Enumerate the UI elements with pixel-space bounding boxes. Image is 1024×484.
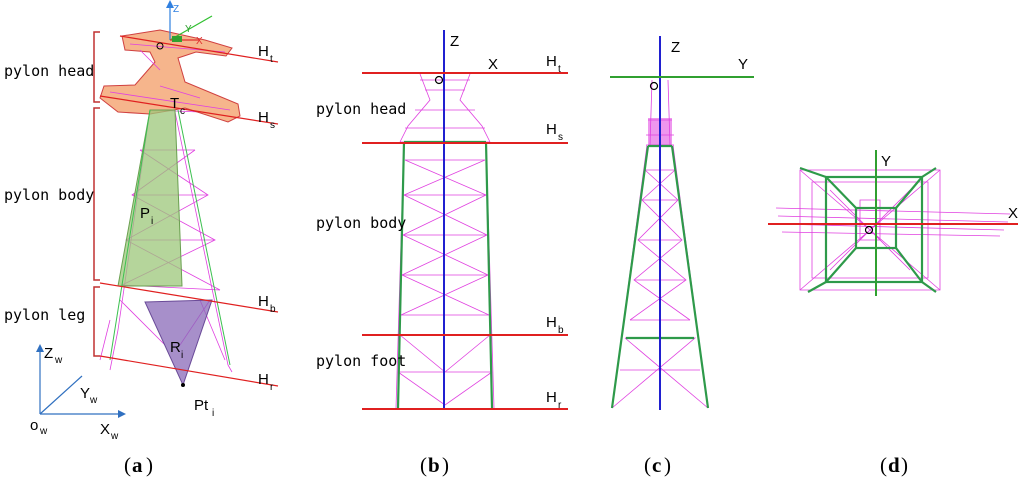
point-ri-sub-a: i — [181, 350, 183, 361]
plane-ht-sub-a: t — [270, 54, 273, 65]
axis-y-label-c: Y — [738, 56, 748, 73]
local-axes-a — [156, 0, 213, 50]
caption-c: c — [652, 453, 661, 477]
label-pylon-body-a: pylon body — [4, 186, 94, 204]
panel-a: pylon head pylon body pylon leg — [4, 0, 279, 477]
axis-z-label-b: Z — [450, 33, 459, 50]
world-o-sub: w — [39, 426, 48, 437]
origin-marker-d — [864, 225, 874, 235]
world-y-label: Y — [80, 385, 90, 402]
caption-open-c: ( — [644, 453, 651, 477]
point-pi-sub-a: i — [151, 216, 153, 227]
axis-x-label-d: X — [1008, 205, 1018, 222]
plane-hr-sub-b: r — [558, 400, 562, 411]
world-x-label: X — [100, 421, 110, 438]
world-z-arrow — [36, 344, 44, 352]
panel-d: Y X ( d ) — [768, 150, 1018, 477]
plane-hb-b: H — [546, 314, 557, 331]
plane-hr-b: H — [546, 389, 557, 406]
plane-ht-sub-b: t — [558, 64, 561, 75]
plane-hb-a: H — [258, 293, 269, 310]
label-pylon-head-b: pylon head — [316, 100, 406, 118]
label-pylon-body-b: pylon body — [316, 214, 406, 232]
panel-c: Z Y ( c ) — [610, 36, 754, 477]
caption-close-d: ) — [901, 453, 908, 477]
point-pti-a: Pt — [194, 397, 209, 414]
plane-hs-a: H — [258, 109, 269, 126]
tower-points-d — [775, 169, 1011, 291]
world-o-label: o — [30, 417, 38, 434]
point-pi-a: P — [140, 205, 150, 222]
local-x-label-a: X — [196, 36, 203, 47]
axis-z-label-c: Z — [671, 39, 680, 56]
label-pylon-foot-b: pylon foot — [316, 352, 406, 370]
frame-c — [610, 144, 710, 409]
plane-ht-a: H — [258, 43, 269, 60]
local-z-label-a: Z — [173, 4, 179, 15]
frame-d — [799, 166, 937, 293]
point-pti-marker — [181, 383, 185, 387]
caption-open-d: ( — [880, 453, 887, 477]
label-pylon-leg-a: pylon leg — [4, 306, 85, 324]
world-axes-a — [39, 348, 122, 415]
caption-close-b: ) — [442, 453, 449, 477]
local-y-label-a: Y — [185, 24, 192, 35]
section-brackets-a — [93, 31, 100, 357]
world-x-arrow — [118, 410, 126, 418]
body-triangle-a — [117, 109, 183, 287]
axis-y-label-d: Y — [881, 153, 891, 170]
point-tc-sub-a: c — [180, 106, 185, 117]
panel-b: Z X H t H s H b H r pylon head pylon bod… — [316, 30, 568, 477]
caption-open-a: ( — [124, 453, 131, 477]
plane-hs-sub-a: s — [270, 120, 275, 131]
leg-triangle-a — [144, 299, 213, 387]
world-z-sub: w — [54, 355, 63, 366]
pylon-head-a — [99, 29, 241, 123]
caption-b: b — [428, 453, 440, 477]
caption-close-c: ) — [664, 453, 671, 477]
label-pylon-head-a: pylon head — [4, 62, 94, 80]
plane-hs-b: H — [546, 121, 557, 138]
plane-hr-sub-a: r — [270, 382, 274, 393]
origin-marker-c — [649, 81, 659, 91]
caption-open-b: ( — [420, 453, 427, 477]
world-x-sub: w — [110, 431, 119, 442]
body-outline-a — [109, 109, 231, 366]
axis-x-label-b: X — [488, 56, 498, 73]
plane-hr-a: H — [258, 371, 269, 388]
point-ri-a: R — [170, 339, 181, 356]
origin-marker-b — [434, 75, 444, 85]
plane-hb-sub-a: b — [270, 304, 276, 315]
plane-hb-sub-b: b — [558, 325, 564, 336]
plane-ht-b: H — [546, 53, 557, 70]
caption-close-a: ) — [146, 453, 153, 477]
planes-b — [362, 72, 568, 410]
point-pti-sub-a: i — [212, 408, 214, 419]
world-y-sub: w — [89, 395, 98, 406]
planes-a — [99, 35, 279, 387]
caption-d: d — [888, 453, 900, 477]
plane-hs-sub-b: s — [558, 132, 563, 143]
caption-a: a — [132, 453, 143, 477]
world-z-label: Z — [44, 345, 53, 362]
point-tc-a: T — [170, 95, 179, 112]
